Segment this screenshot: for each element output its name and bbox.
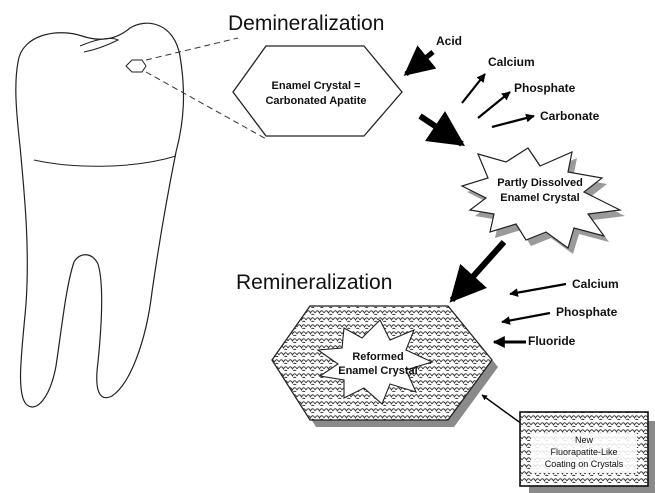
incoming-ion-arrow bbox=[510, 284, 566, 294]
acid-arrow bbox=[406, 52, 433, 74]
demineralization-title: Demineralization bbox=[228, 12, 384, 35]
reformed-label-line2: Enamel Crystal bbox=[338, 365, 417, 377]
acid-label: Acid bbox=[436, 34, 462, 48]
incoming-ion-label: Fluoride bbox=[528, 334, 576, 348]
reformed-crystal-hexagon: Reformed Enamel Crystal bbox=[272, 306, 498, 427]
incoming-ion-label: Phosphate bbox=[556, 305, 618, 319]
reformed-label-line1: Reformed bbox=[352, 351, 403, 363]
molar-tooth-drawing bbox=[16, 23, 184, 407]
dissolved-ion-label: Carbonate bbox=[540, 109, 600, 123]
incoming-ion-label: Calcium bbox=[572, 277, 619, 291]
coating-label-line1: New bbox=[575, 435, 594, 445]
partly-dissolved-line1: Partly Dissolved bbox=[497, 177, 583, 189]
coating-label-line2: Fluorapatite-Like bbox=[550, 447, 617, 457]
dissolved-ion-label: Phosphate bbox=[514, 81, 576, 95]
coating-label-line3: Coating on Crystals bbox=[545, 459, 624, 469]
dissolved-ion-label: Calcium bbox=[488, 55, 535, 69]
coating-pointer-arrow bbox=[482, 395, 522, 424]
crystal-label-line2: Carbonated Apatite bbox=[265, 95, 366, 107]
dissolution-arrow bbox=[420, 116, 462, 144]
dissolved-ion-arrow bbox=[462, 74, 485, 103]
partly-dissolved-crystal-burst: Partly Dissolved Enamel Crystal bbox=[462, 148, 625, 254]
remineralization-arrow bbox=[452, 242, 504, 300]
dissolved-ion-arrow bbox=[478, 92, 510, 118]
crystal-label-line1: Enamel Crystal = bbox=[272, 80, 361, 92]
fluorapatite-coating-box: New Fluorapatite-Like Coating on Crystal… bbox=[520, 412, 655, 493]
enamel-crystal-hexagon: Enamel Crystal = Carbonated Apatite bbox=[233, 46, 402, 136]
remineralization-title: Remineralization bbox=[236, 271, 392, 294]
incoming-ion-arrow bbox=[502, 313, 550, 322]
dissolved-ion-arrow bbox=[492, 116, 534, 127]
partly-dissolved-line2: Enamel Crystal bbox=[500, 192, 579, 204]
